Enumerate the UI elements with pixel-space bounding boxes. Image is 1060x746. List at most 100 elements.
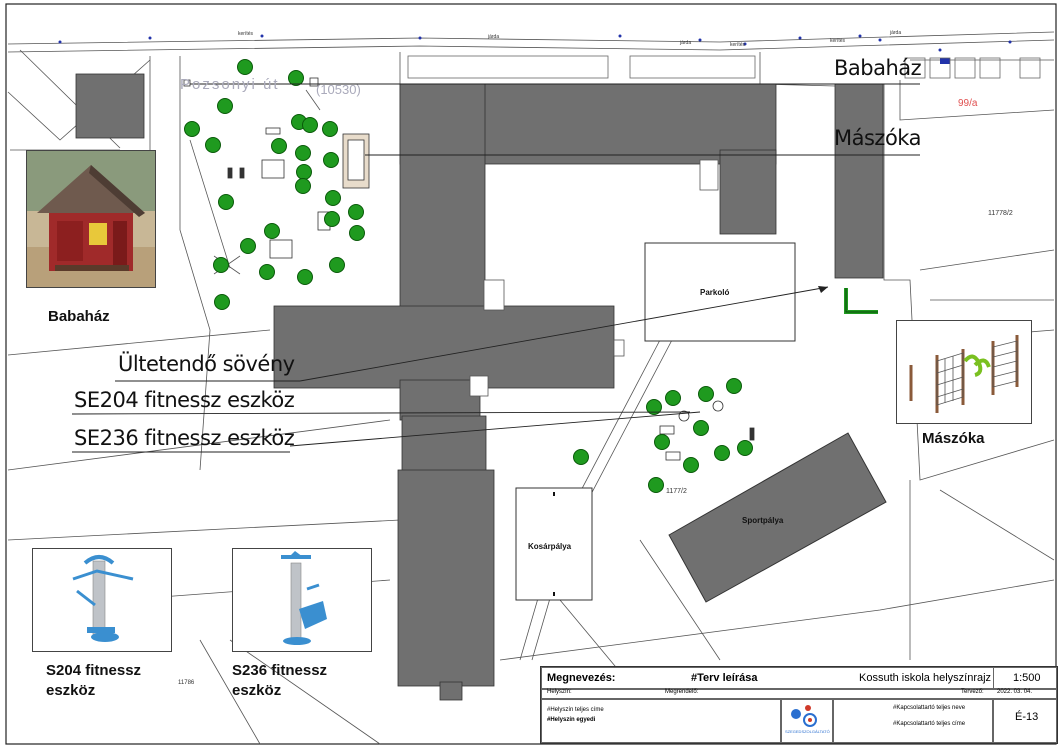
road-markers bbox=[58, 34, 1012, 64]
s204-caption-line1: S204 fitnessz bbox=[46, 662, 142, 679]
tree bbox=[295, 178, 311, 194]
tree bbox=[214, 294, 230, 310]
tb-helyszin-egyedi: #Helyszín egyedi bbox=[547, 717, 596, 723]
road-label-4: kerítés bbox=[730, 42, 746, 48]
tree bbox=[654, 434, 670, 450]
tb-date: 2022. 03. 04. bbox=[997, 689, 1033, 695]
hedge-outline bbox=[845, 288, 878, 313]
parking-label: Parkoló bbox=[700, 288, 730, 297]
tree bbox=[329, 257, 345, 273]
tree bbox=[726, 378, 742, 394]
tree bbox=[325, 190, 341, 206]
tree bbox=[324, 211, 340, 227]
tree bbox=[288, 70, 304, 86]
road-label-3: járda bbox=[680, 40, 692, 46]
sports-field bbox=[668, 432, 887, 603]
tree bbox=[205, 137, 221, 153]
road-parking-strip bbox=[407, 55, 1041, 79]
title-block: Megnevezés: #Terv leírása Kossuth iskola… bbox=[540, 666, 1058, 744]
parcel-11786: 11786 bbox=[178, 680, 195, 686]
tb-project: Kossuth iskola helyszínrajz bbox=[859, 672, 992, 684]
tb-sheet-cell bbox=[993, 699, 1057, 743]
tb-megnevezes-label: Megnevezés: bbox=[547, 672, 616, 684]
tb-megrendelo-label: Megrendelő: bbox=[665, 689, 699, 695]
tree bbox=[259, 264, 275, 280]
tb-scale-cell bbox=[993, 667, 1057, 689]
right-building bbox=[834, 83, 884, 279]
basketball-label: Kosárpálya bbox=[528, 542, 572, 551]
house-number: 99/a bbox=[958, 98, 978, 109]
tree bbox=[737, 440, 753, 456]
s236-caption-line1: S236 fitnessz bbox=[232, 662, 328, 679]
callout-se204: SE204 fitnessz eszköz bbox=[74, 388, 295, 412]
road-label-1: járda bbox=[488, 34, 500, 40]
maszoka-caption: Mászóka bbox=[922, 430, 985, 447]
trees bbox=[184, 59, 753, 493]
tree bbox=[322, 121, 338, 137]
tb-helyszin-cime: #Helyszín teljes címe bbox=[547, 707, 604, 713]
sports-label: Sportpálya bbox=[742, 516, 784, 525]
tree bbox=[714, 445, 730, 461]
tree bbox=[240, 238, 256, 254]
tree bbox=[348, 204, 364, 220]
school-building bbox=[273, 83, 777, 701]
tb-logo-cell bbox=[781, 699, 833, 743]
tree bbox=[297, 269, 313, 285]
leader-lines bbox=[71, 83, 920, 453]
tree bbox=[693, 420, 709, 436]
tree bbox=[264, 223, 280, 239]
tree bbox=[573, 449, 589, 465]
road-label-2: kerítés bbox=[238, 31, 254, 37]
tree bbox=[217, 98, 233, 114]
s236-photo bbox=[232, 548, 372, 652]
tree bbox=[296, 164, 312, 180]
small-building bbox=[75, 73, 145, 139]
tb-kapcsolattarto-cim: #Kapcsolattartó teljes címe bbox=[893, 721, 966, 727]
tree bbox=[323, 152, 339, 168]
tb-terv-leiras: #Terv leírása bbox=[691, 672, 758, 684]
tree bbox=[237, 59, 253, 75]
callout-se236: SE236 fitnessz eszköz bbox=[74, 426, 295, 450]
tree bbox=[295, 145, 311, 161]
parcel-11778: 11778/2 bbox=[988, 210, 1013, 217]
maszoka-photo bbox=[896, 320, 1032, 424]
parking-area bbox=[644, 242, 796, 342]
playground-equipment bbox=[183, 77, 370, 259]
tree bbox=[184, 121, 200, 137]
tree bbox=[271, 138, 287, 154]
leader-arrow bbox=[818, 286, 828, 293]
s204-caption-line2: eszköz bbox=[46, 682, 96, 699]
babahaz-caption: Babaház bbox=[48, 308, 110, 325]
street-name: Pozsonyi út bbox=[180, 76, 280, 93]
road-label-6: kerítés bbox=[830, 38, 846, 44]
street-number: (10530) bbox=[316, 82, 361, 97]
tb-sheet: É-13 bbox=[1015, 711, 1039, 723]
callout-babahaz: Babaház bbox=[834, 56, 922, 80]
tree bbox=[683, 457, 699, 473]
s236-caption-line2: eszköz bbox=[232, 682, 282, 699]
tree bbox=[698, 386, 714, 402]
building-details bbox=[469, 159, 719, 397]
tree bbox=[648, 477, 664, 493]
babahaz-photo bbox=[26, 150, 156, 288]
tb-logo-text: SZEGEDSZOLGÁLTATÓ bbox=[785, 729, 830, 734]
basketball-court bbox=[515, 487, 593, 601]
tb-tervezo-label: Tervező: bbox=[961, 689, 984, 695]
tb-helyszin-label: Helyszín: bbox=[547, 689, 572, 695]
tb-scale: 1:500 bbox=[1013, 672, 1041, 684]
tb-row3-right bbox=[833, 699, 993, 743]
tb-row2 bbox=[541, 689, 1057, 699]
callout-soveny: Ültetendő sövény bbox=[118, 352, 295, 376]
tree bbox=[646, 399, 662, 415]
tree bbox=[218, 194, 234, 210]
tree bbox=[349, 225, 365, 241]
tree bbox=[665, 390, 681, 406]
callout-maszoka: Mászóka bbox=[834, 126, 921, 150]
company-logo-icon bbox=[791, 705, 817, 727]
tree bbox=[213, 257, 229, 273]
s204-photo bbox=[32, 548, 172, 652]
tb-kapcsolattarto-nev: #Kapcsolattartó teljes neve bbox=[893, 705, 966, 711]
road-label-5: járda bbox=[890, 30, 902, 36]
parcel-1177: 1177/2 bbox=[666, 488, 687, 495]
